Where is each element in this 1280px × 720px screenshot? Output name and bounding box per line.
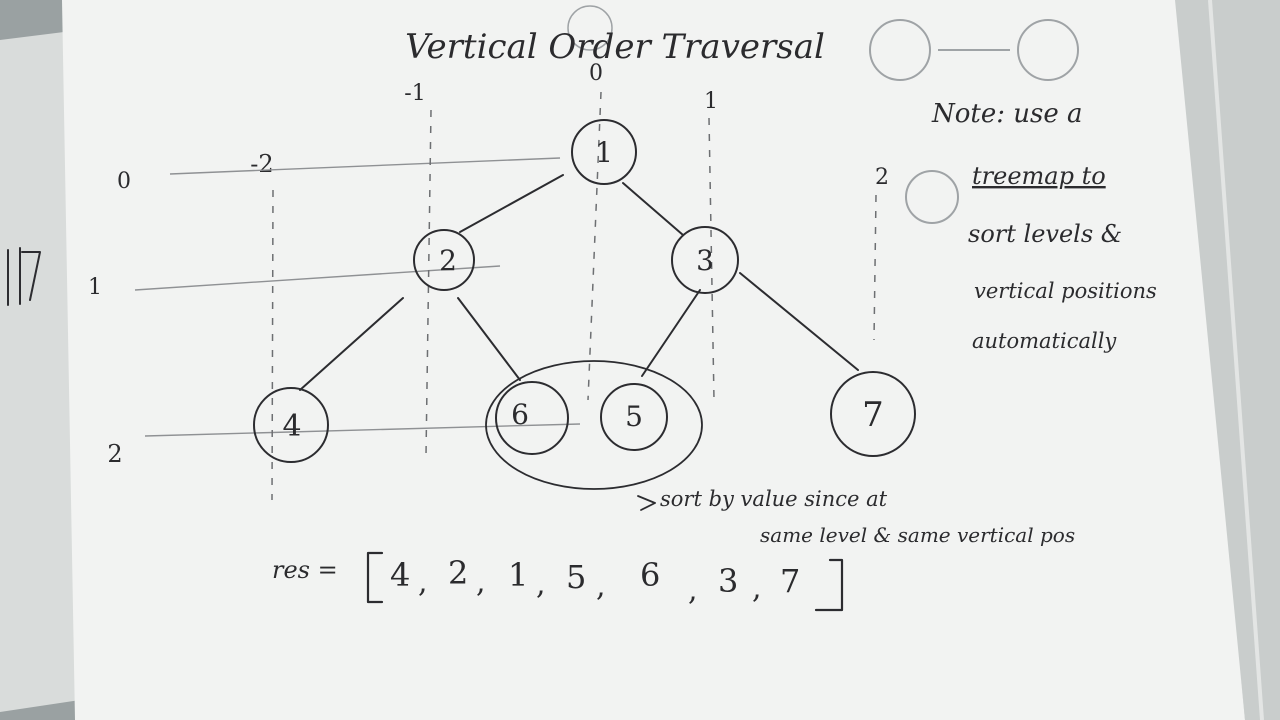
- annotation-line-2: same level & same vertical pos: [760, 523, 1075, 547]
- tree-edges: [299, 174, 859, 391]
- tree-node-7: 7: [830, 371, 916, 457]
- result-comma: ,: [536, 567, 546, 602]
- column-label-minus-2: -2: [250, 150, 273, 178]
- result-close-bracket: [814, 558, 844, 612]
- result-value-5: 6: [640, 556, 660, 594]
- tree-node-1-label: 1: [595, 136, 613, 169]
- tree-node-3-label: 3: [696, 244, 714, 277]
- annotation-arrow-icon: [637, 495, 656, 511]
- note-line-2: treemap to: [972, 162, 1106, 190]
- level-label-0: 0: [117, 169, 131, 194]
- result-comma: ,: [688, 573, 698, 608]
- diagram-title: Vertical Order Traversal: [405, 27, 825, 67]
- result-comma: ,: [418, 565, 428, 600]
- result-value-7: 7: [780, 562, 800, 600]
- note-line-5: automatically: [972, 329, 1117, 353]
- result-label: res =: [272, 556, 338, 584]
- result-block: res = 4 , 2 , 1 , 5 , 6 , 3 , 7: [272, 551, 844, 612]
- result-open-bracket: [366, 551, 384, 604]
- result-value-1: 4: [390, 556, 410, 594]
- tree-node-4: 4: [253, 387, 329, 463]
- result-value-6: 3: [718, 562, 738, 600]
- column-label-minus-1: -1: [404, 81, 425, 106]
- level-guide-lines: [134, 157, 581, 437]
- tree-node-7-label: 7: [862, 395, 884, 435]
- result-value-2: 2: [448, 554, 468, 592]
- annotation-line-1: sort by value since at: [660, 487, 888, 511]
- level-labels: 0 1 2: [88, 169, 131, 468]
- result-value-3: 1: [508, 556, 528, 594]
- note-line-3: sort levels &: [968, 220, 1122, 248]
- tree-node-2-label: 2: [439, 244, 457, 277]
- vertical-position-lines: [271, 91, 877, 501]
- tree-node-3: 3: [671, 226, 739, 294]
- page-stack-edge: [1170, 0, 1280, 720]
- column-label-2: 2: [875, 165, 889, 190]
- result-comma: ,: [752, 571, 762, 606]
- result-value-4: 5: [566, 558, 586, 596]
- level-label-2: 2: [107, 440, 122, 468]
- sort-annotation: sort by value since at same level & same…: [637, 487, 1075, 547]
- column-labels: -2 -1 0 1 2: [250, 61, 889, 190]
- underlying-page-scribble: [7, 247, 41, 306]
- tree-nodes: 1 2 3 4 6 5 7: [253, 119, 916, 463]
- note-line-4: vertical positions: [974, 279, 1157, 303]
- tree-node-2: 2: [413, 229, 475, 291]
- note-line-1: Note: use a: [931, 99, 1083, 129]
- level-label-1: 1: [88, 275, 102, 300]
- result-comma: ,: [476, 565, 486, 600]
- tree-node-4-label: 4: [282, 409, 301, 444]
- result-comma: ,: [596, 569, 606, 604]
- note-block: Note: use a treemap to sort levels & ver…: [931, 99, 1157, 353]
- tree-node-5-label: 5: [625, 400, 643, 433]
- column-label-1: 1: [704, 89, 718, 114]
- tree-node-6-label: 6: [511, 398, 529, 431]
- tree-node-6: 6: [495, 381, 569, 455]
- column-label-0: 0: [589, 61, 603, 86]
- bleed-through-marks: [567, 5, 1079, 224]
- page-edge-line: [1208, 0, 1264, 720]
- underlying-page: [0, 30, 80, 712]
- tree-node-1: 1: [571, 119, 637, 185]
- tree-node-5: 5: [600, 383, 668, 451]
- same-position-group-ellipse: [485, 360, 703, 490]
